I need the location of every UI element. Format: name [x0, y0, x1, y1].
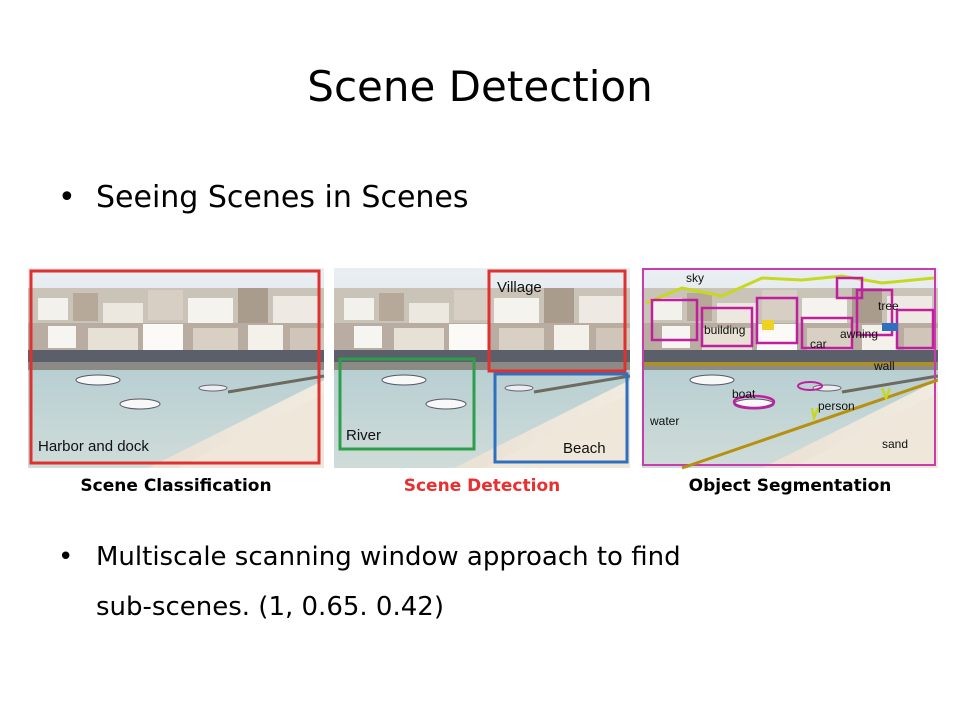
- slide-title: Scene Detection: [307, 62, 653, 111]
- caption-classification: Scene Classification: [80, 476, 272, 496]
- detection-panel: Village River Beach: [332, 266, 632, 470]
- river-box: [338, 357, 476, 451]
- caption-detection: Scene Detection: [403, 476, 561, 496]
- beach-label: Beach: [563, 440, 606, 457]
- beach-box: [493, 372, 629, 464]
- sky-label: sky: [686, 271, 704, 285]
- bullet-line-2: sub-scenes. (1, 0.65. 0.42): [96, 592, 444, 622]
- tree-label: tree: [878, 299, 899, 313]
- building-label: building: [704, 323, 745, 337]
- river-label: River: [346, 427, 381, 444]
- village-label: Village: [497, 279, 542, 296]
- sand-label: sand: [882, 437, 908, 451]
- harbor-box: [29, 269, 321, 465]
- classification-panel: Harbor and dock: [26, 266, 326, 470]
- car-label: car: [810, 337, 827, 351]
- awning-label: awning: [840, 327, 878, 341]
- scene-figure-svg: Harbor and dock Village River Beach: [26, 266, 940, 470]
- person-label: person: [818, 399, 855, 413]
- bullet-dot-icon: •: [58, 180, 76, 215]
- scene-figure: Harbor and dock Village River Beach: [26, 266, 940, 512]
- village-box: [487, 269, 627, 373]
- bullet-line-1: Multiscale scanning window approach to f…: [96, 542, 681, 572]
- harbor-label: Harbor and dock: [38, 438, 149, 455]
- boat-label: boat: [732, 387, 756, 401]
- caption-segmentation: Object Segmentation: [688, 476, 892, 496]
- bullet-seeing-scenes: • Seeing Scenes in Scenes: [58, 180, 469, 215]
- wall-label: wall: [873, 359, 895, 373]
- bullet-dot-icon: •: [58, 542, 74, 572]
- bullet-multiscale: • Multiscale scanning window approach to…: [58, 532, 681, 632]
- water-label: water: [649, 414, 679, 428]
- bullet-text: Seeing Scenes in Scenes: [96, 180, 469, 215]
- segmentation-panel: sky tree building awning car wall boat p…: [640, 266, 940, 470]
